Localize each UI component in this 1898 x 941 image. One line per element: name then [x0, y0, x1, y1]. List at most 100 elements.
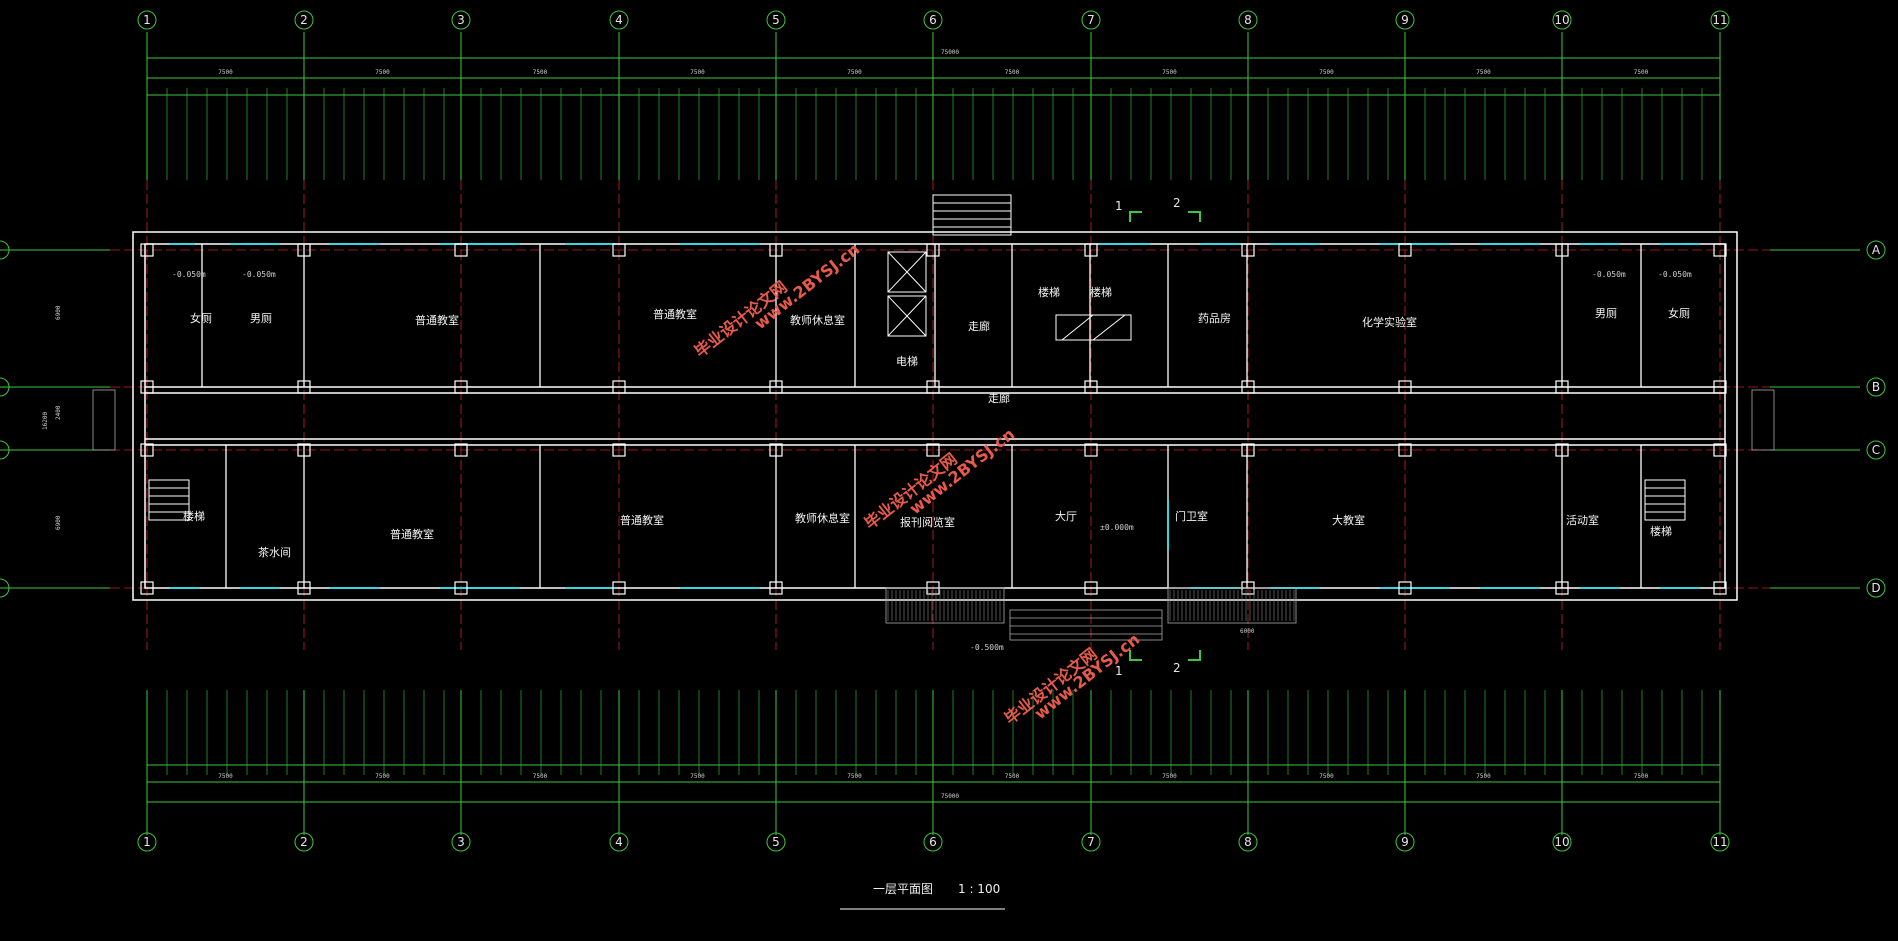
- vertical-axis-lines: [146, 32, 1721, 835]
- entry-width-dim: 6000: [1240, 628, 1255, 635]
- bay-dimensions: 7500 7500 7500 7500 7500 7500 7500 7500 7500 7500…: [218, 69, 1648, 780]
- drawing-scale: 1 : 100: [958, 882, 1000, 896]
- axis-number-top-4: 4: [615, 13, 623, 27]
- axis-letter-right-C: C: [1872, 443, 1880, 457]
- bay-dim-bottom-9: 7500: [1476, 773, 1491, 780]
- level-wc-left-1: -0.050m: [172, 270, 206, 279]
- axis-number-top-6: 6: [929, 13, 937, 27]
- room-label-medicine-room: 药品房: [1198, 312, 1231, 325]
- axis-bubble-top-10: [1552, 10, 1572, 30]
- bay-dim-bottom-2: 7500: [375, 773, 390, 780]
- bay-dim-top-3: 7500: [533, 69, 548, 76]
- axis-bubble-bottom-6: [923, 832, 943, 852]
- axis-bubble-top-11: [1710, 10, 1730, 30]
- axis-bubble-top-5: [766, 10, 786, 30]
- axis-bubble-right-A: [1866, 240, 1886, 260]
- axis-bubble-left-D: [0, 578, 10, 598]
- axis-number-bottom-6: 6: [929, 835, 937, 849]
- top-stair-block: [932, 194, 1132, 341]
- watermark-group: 毕业设计论文网 www.2BYSJ.cn 毕业设计论文网 www.2BYSJ.c…: [691, 239, 1143, 728]
- column: [297, 443, 311, 457]
- column: [1398, 243, 1412, 257]
- level-wc-right-2: -0.050m: [1658, 270, 1692, 279]
- column: [1555, 443, 1569, 457]
- axis-number-bottom-10: 10: [1554, 835, 1569, 849]
- axis-number-bottom-4: 4: [615, 835, 623, 849]
- side-dim-bottom: 6900: [55, 515, 62, 530]
- room-label-activity-room: 活动室: [1566, 513, 1599, 527]
- column: [1555, 380, 1569, 394]
- room-label-tea-room: 茶水间: [258, 546, 291, 559]
- bay-dim-bottom-8: 7500: [1319, 773, 1334, 780]
- room-label-stair-bottom-right: 楼梯: [1650, 524, 1672, 538]
- column: [926, 443, 940, 457]
- drawing-title: 一层平面图: [873, 882, 933, 896]
- level-wc-right-1: -0.050m: [1592, 270, 1626, 279]
- section-mark-2-top: 2: [1173, 196, 1181, 210]
- level-wc-left-2: -0.050m: [242, 270, 276, 279]
- column: [926, 380, 940, 394]
- axis-number-bottom-5: 5: [772, 835, 780, 849]
- bay-dim-bottom-10: 7500: [1634, 773, 1649, 780]
- axis-number-bottom-11: 11: [1712, 835, 1727, 849]
- axis-bubble-bottom-3: [451, 832, 471, 852]
- interior-walls: [201, 244, 1642, 588]
- column: [297, 380, 311, 394]
- column: [612, 243, 626, 257]
- axis-number-bottom-9: 9: [1401, 835, 1409, 849]
- column: [140, 443, 154, 457]
- axis-bubble-bottom-10: [1552, 832, 1572, 852]
- bay-dim-bottom-4: 7500: [690, 773, 705, 780]
- column: [140, 581, 154, 595]
- column: [1713, 380, 1727, 394]
- section-mark-1-top: 1: [1115, 199, 1123, 213]
- column: [454, 443, 468, 457]
- axis-number-top-1: 1: [143, 13, 151, 27]
- bay-dim-top-1: 7500: [218, 69, 233, 76]
- axis-bubble-top-3: [451, 10, 471, 30]
- axis-number-top-9: 9: [1401, 13, 1409, 27]
- room-label-stair-bottom-left: 楼梯: [183, 509, 205, 523]
- bay-dim-top-9: 7500: [1476, 69, 1491, 76]
- column: [297, 581, 311, 595]
- axis-bubble-bottom-1: [137, 832, 157, 852]
- axis-number-top-3: 3: [457, 13, 465, 27]
- column: [1713, 243, 1727, 257]
- axis-letter-right-B: B: [1872, 380, 1880, 394]
- windows: [170, 243, 1700, 589]
- room-label-teacher-lounge-top: 教师休息室: [790, 313, 845, 327]
- level-outside: -0.500m: [970, 643, 1004, 652]
- column: [1555, 581, 1569, 595]
- bay-dim-bottom-7: 7500: [1162, 773, 1177, 780]
- axis-bubble-top-6: [923, 10, 943, 30]
- axis-number-top-11: 11: [1712, 13, 1727, 27]
- column: [140, 380, 154, 394]
- section-marks: [1129, 211, 1201, 661]
- bay-dim-bottom-6: 7500: [1005, 773, 1020, 780]
- bottom-stairs: [148, 479, 1686, 521]
- room-label-guard-room: 门卫室: [1175, 509, 1208, 523]
- axis-bubble-bottom-9: [1395, 832, 1415, 852]
- axis-bubble-bottom-7: [1081, 832, 1101, 852]
- room-label-female-wc-left: 女厕: [190, 311, 212, 325]
- axis-bubble-left-C: [0, 440, 10, 460]
- column: [612, 443, 626, 457]
- room-label-teacher-lounge-bottom: 教师休息室: [795, 511, 850, 525]
- bay-dim-top-5: 7500: [847, 69, 862, 76]
- bay-dim-bottom-5: 7500: [847, 773, 862, 780]
- axis-bubble-left-B: [0, 377, 10, 397]
- axis-number-top-7: 7: [1087, 13, 1095, 27]
- axis-bubble-right-C: [1866, 440, 1886, 460]
- column: [612, 581, 626, 595]
- axis-bubble-top-1: [137, 10, 157, 30]
- column: [1398, 581, 1412, 595]
- side-dim-top: 6900: [55, 305, 62, 320]
- axis-bubble-bottom-4: [609, 832, 629, 852]
- room-label-corridor-top: 走廊: [968, 319, 990, 333]
- axis-letter-right-A: A: [1872, 243, 1881, 257]
- structural-columns: [140, 243, 1727, 595]
- column: [769, 380, 783, 394]
- column: [1555, 243, 1569, 257]
- section-mark-1-bottom: 1: [1115, 664, 1123, 678]
